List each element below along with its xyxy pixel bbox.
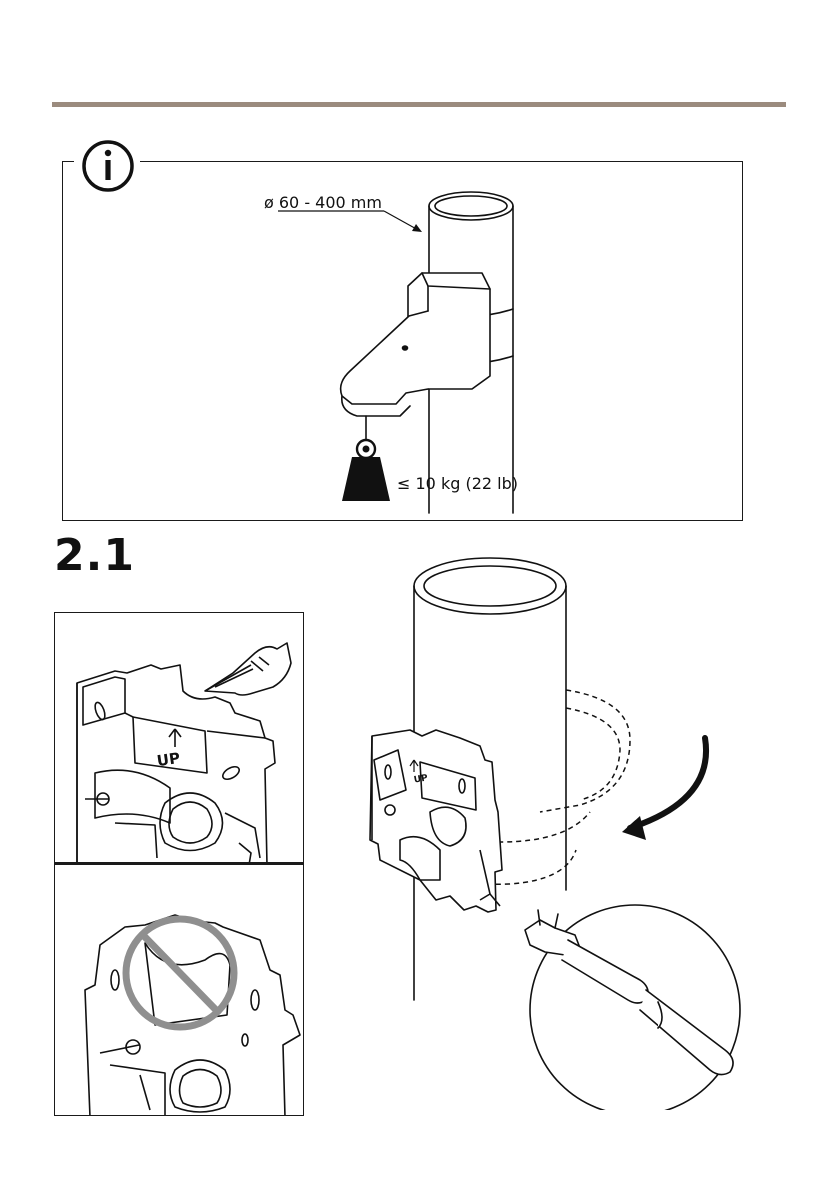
wrong-orientation-panel (54, 864, 304, 1116)
step-number: 2.1 (54, 530, 135, 581)
bracket-wrong-illustration (55, 865, 304, 1116)
orientation-panel: UP (54, 612, 304, 864)
up-label: UP (156, 749, 181, 770)
bracket-on-pole-illustration: UP (340, 550, 760, 1110)
diameter-label: ø 60 - 400 mm (264, 193, 382, 212)
bracket-up-illustration: UP (55, 613, 304, 864)
pole-mount-illustration (62, 161, 743, 521)
header-rule (52, 102, 786, 107)
weight-limit-label: ≤ 10 kg (22 lb) (397, 474, 518, 493)
